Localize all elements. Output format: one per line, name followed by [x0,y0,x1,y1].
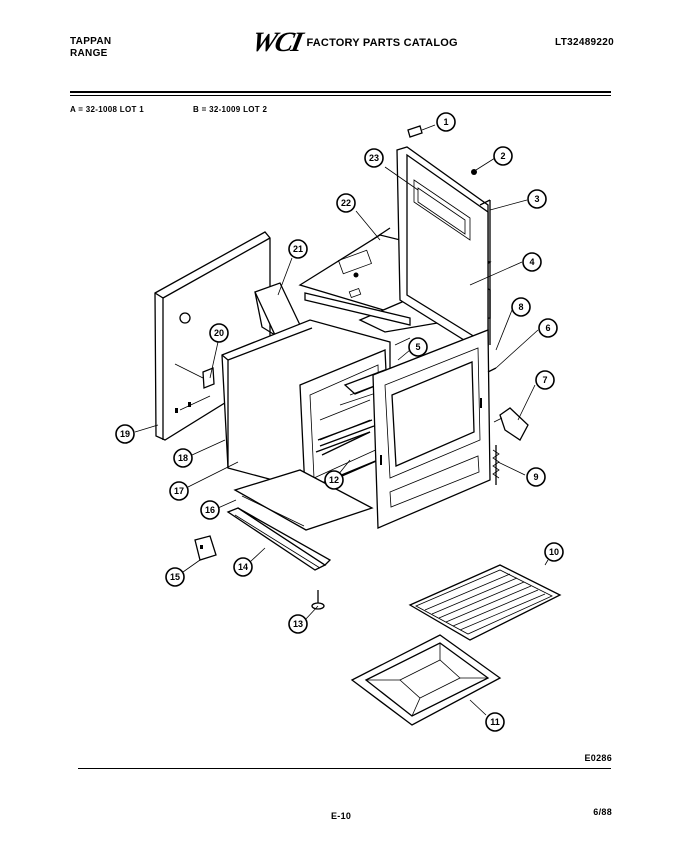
revision-date: 6/88 [593,807,612,817]
callout-16: 16 [200,500,220,520]
footer-rule [78,768,611,769]
header-rule-top [70,91,611,93]
callout-14-label: 14 [238,562,248,572]
callout-22: 22 [336,193,356,213]
callout-17-label: 17 [174,486,184,496]
callout-8-label: 8 [518,302,523,312]
callout-23: 23 [364,148,384,168]
brand-line-2: RANGE [70,48,108,59]
callout-14: 14 [233,557,253,577]
callout-16-label: 16 [205,505,215,515]
callout-15-label: 15 [170,572,180,582]
callout-20: 20 [209,323,229,343]
callout-4: 4 [522,252,542,272]
callout-15: 15 [165,567,185,587]
callout-2-label: 2 [500,151,505,161]
part-hinge-7 [493,407,529,441]
callout-6: 6 [538,318,558,338]
catalog-title: FACTORY PARTS CATALOG [306,37,458,49]
callout-10-label: 10 [549,547,559,557]
catalog-header: WCI FACTORY PARTS CATALOG [249,27,458,59]
callout-9-label: 9 [533,472,538,482]
callout-11: 11 [485,712,505,732]
leader-lines [134,124,549,716]
callout-9: 9 [526,467,546,487]
callout-20-label: 20 [214,328,224,338]
callout-18: 18 [173,448,193,468]
callout-12-label: 12 [329,475,339,485]
callout-10: 10 [544,542,564,562]
callout-21-label: 21 [293,244,303,254]
header-rule-bottom [70,95,611,96]
part-bracket-15 [194,535,217,561]
callout-13: 13 [288,614,308,634]
part-broil-element-12 [315,419,375,453]
model-number: LT32489220 [555,37,614,48]
part-spring-9 [492,445,500,485]
callout-13-label: 13 [293,619,303,629]
callout-6-label: 6 [545,323,550,333]
callout-7-label: 7 [542,375,547,385]
callout-19: 19 [115,424,135,444]
callout-1: 1 [436,112,456,132]
callout-22-label: 22 [341,198,351,208]
callout-3-label: 3 [534,194,539,204]
page-number: E-10 [331,811,352,821]
lot-a-label: A = 32-1008 LOT 1 [70,105,144,114]
callout-5: 5 [408,337,428,357]
part-kick-rail-14 [226,507,332,571]
callout-21: 21 [288,239,308,259]
callout-17: 17 [169,481,189,501]
callout-5-label: 5 [415,342,420,352]
part-hinge-rod-8 [487,367,497,373]
callout-1-label: 1 [443,117,448,127]
lot-b-label: B = 32-1009 LOT 2 [193,105,268,114]
callout-18-label: 18 [178,453,188,463]
callout-4-label: 4 [529,257,534,267]
part-back-panel [396,146,491,351]
part-bottom-plate-16 [233,469,374,531]
part-oven-rack-10 [408,564,562,641]
callout-11-label: 11 [490,717,500,727]
brand-name: TAPPAN RANGE [70,36,111,60]
callout-7: 7 [535,370,555,390]
callout-23-label: 23 [369,153,379,163]
brand-line-1: TAPPAN [70,36,112,47]
part-broiler-pan-11 [350,634,502,726]
callout-19-label: 19 [120,429,130,439]
part-clip-1 [407,125,423,138]
part-oven-body [221,319,391,491]
callout-3: 3 [527,189,547,209]
callout-2: 2 [493,146,513,166]
callout-8: 8 [511,297,531,317]
part-oven-door [372,329,491,529]
part-screw-2 [471,169,477,175]
callout-12: 12 [324,470,344,490]
diagram-code: E0286 [584,753,612,763]
